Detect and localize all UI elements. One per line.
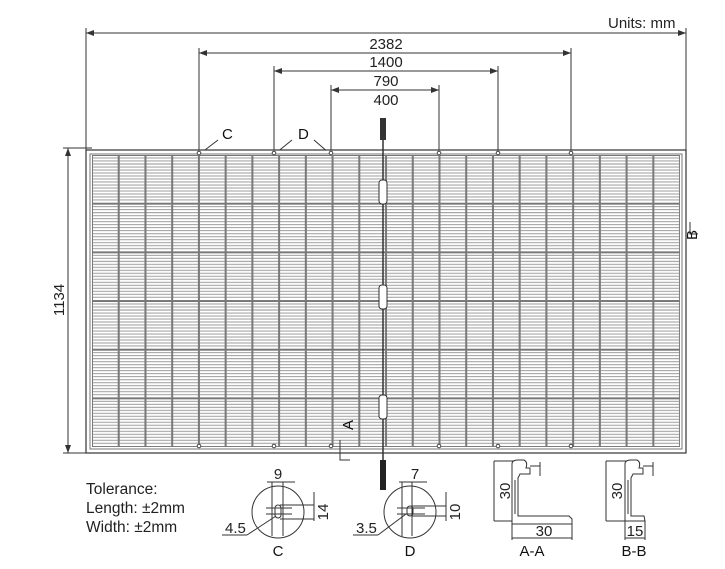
dim-1134: 1134 xyxy=(51,284,68,316)
marker-c: C xyxy=(222,126,233,143)
detail-c-height: 14 xyxy=(315,504,332,521)
detail-c-width: 9 xyxy=(274,466,282,483)
detail-d-label: D xyxy=(405,543,416,560)
dimension-lines xyxy=(63,28,687,454)
section-aa-width: 30 xyxy=(536,523,553,540)
section-bb-profile xyxy=(605,459,654,540)
tolerance-title: Tolerance: xyxy=(86,481,158,498)
panel-inner-frame xyxy=(89,153,683,450)
detail-c-drawing xyxy=(222,481,315,539)
section-aa-label: A-A xyxy=(519,543,544,560)
dimension-arrows xyxy=(65,30,686,453)
section-aa-profile xyxy=(493,459,573,540)
marker-d: D xyxy=(298,126,309,143)
section-bb-height: 30 xyxy=(609,483,626,500)
detail-d-drawing xyxy=(353,481,447,539)
detail-c-label: C xyxy=(273,543,284,560)
dim-400: 400 xyxy=(373,92,398,109)
section-b-marker xyxy=(689,222,698,235)
detail-c-diameter: 4.5 xyxy=(225,520,246,537)
junction-cable xyxy=(378,118,388,490)
dim-790: 790 xyxy=(373,73,398,90)
tolerance-width: Width: ±2mm xyxy=(86,519,178,536)
detail-d-width: 7 xyxy=(411,466,419,483)
section-a-label: A xyxy=(340,420,357,430)
section-bb-width: 15 xyxy=(627,523,644,540)
section-b-label: B xyxy=(684,230,701,240)
section-aa-height: 30 xyxy=(497,483,514,500)
dim-2382: 2382 xyxy=(369,36,402,53)
section-a-marker xyxy=(339,440,350,461)
units-label: Units: mm xyxy=(608,15,676,32)
detail-d-diameter: 3.5 xyxy=(356,520,377,537)
mounting-holes xyxy=(196,150,574,449)
tolerance-length: Length: ±2mm xyxy=(86,500,185,517)
tolerance-note: Tolerance: Length: ±2mm Width: ±2mm xyxy=(86,480,185,537)
detail-d-height: 10 xyxy=(447,504,464,521)
section-bb-label: B-B xyxy=(621,543,646,560)
dim-1400: 1400 xyxy=(369,54,402,71)
